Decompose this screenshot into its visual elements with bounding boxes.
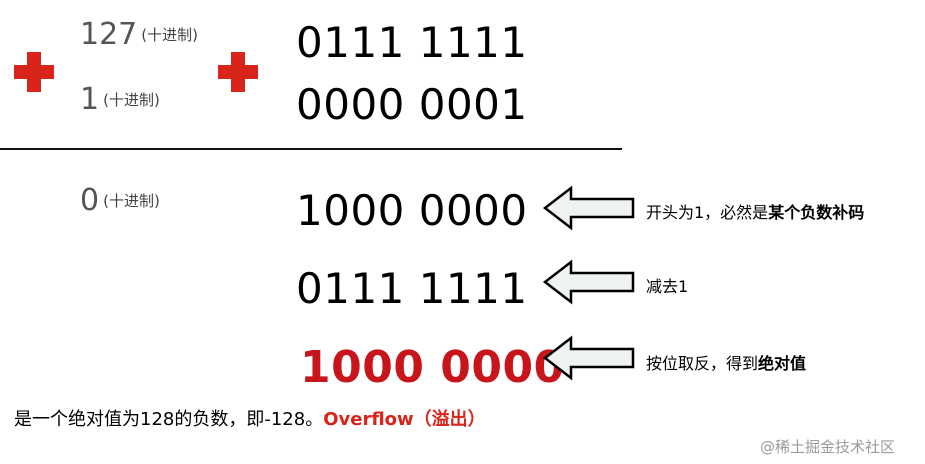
note-invert-prefix: 按位取反，得到 [646,354,759,373]
note-invert: 按位取反，得到绝对值 [646,350,806,374]
note-minus-one: 减去1 [646,277,689,296]
binary-inverted: 1000 0000 [300,342,565,393]
decimal-unit-label: (十进制) [141,26,198,44]
binary-sum: 1000 0000 [296,186,528,235]
left-arrow-icon [542,335,635,381]
decimal-unit-label: (十进制) [103,91,160,109]
conclusion-line: 是一个绝对值为128的负数，即-128。Overflow（溢出） [14,405,486,431]
left-arrow-icon [542,259,635,305]
decimal-unit-label: (十进制) [103,192,160,210]
plus-icon-decimal [14,52,54,92]
decimal-operand-b: 1(十进制) [80,85,160,115]
decimal-operand-b-value: 1 [80,82,100,117]
plus-icon-binary [218,52,258,92]
decimal-operand-a: 127(十进制) [80,20,198,50]
decimal-result: 0(十进制) [80,186,160,216]
note-invert-bold: 绝对值 [758,354,807,373]
decimal-result-value: 0 [80,183,100,218]
note-sum-bold: 某个负数补码 [768,203,865,222]
note-sum-prefix: 开头为1，必然是 [646,203,769,222]
binary-operand-b: 0000 0001 [296,80,528,129]
binary-minus-one: 0111 1111 [296,264,528,313]
binary-operand-a: 0111 1111 [296,18,528,67]
decimal-operand-a-value: 127 [80,17,138,52]
left-arrow-icon [542,185,635,231]
note-sum: 开头为1，必然是某个负数补码 [646,199,864,223]
overflow-label: Overflow（溢出） [323,409,486,430]
watermark: @稀土掘金技术社区 [760,438,896,456]
conclusion-text: 是一个绝对值为128的负数，即-128。 [14,409,324,430]
sum-divider-line [0,148,622,150]
